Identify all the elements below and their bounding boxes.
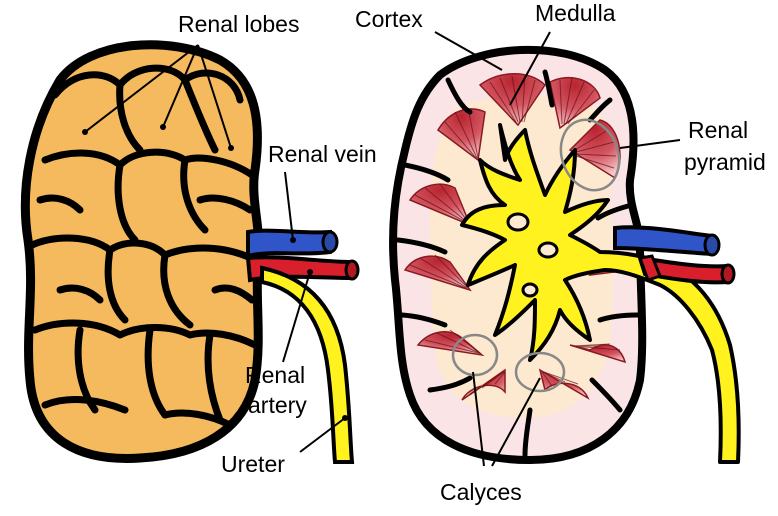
label-renal-vein: Renal vein bbox=[268, 141, 377, 167]
right-renal-vein bbox=[615, 227, 712, 254]
left-renal-vessels bbox=[248, 231, 358, 462]
right-kidney-section bbox=[393, 50, 739, 462]
left-kidney-exterior bbox=[25, 45, 358, 462]
label-cortex: Cortex bbox=[355, 6, 423, 32]
label-renal-artery-line1: Renal bbox=[245, 362, 305, 388]
label-medulla: Medulla bbox=[535, 0, 616, 26]
label-calyces: Calyces bbox=[440, 479, 522, 505]
label-renal-lobes: Renal lobes bbox=[178, 11, 299, 37]
label-renal-artery-line2: artery bbox=[248, 392, 307, 418]
label-renal-pyramid-line2: pyramid bbox=[684, 149, 766, 175]
label-renal-pyramid-line1: Renal bbox=[688, 117, 748, 143]
label-ureter: Ureter bbox=[221, 451, 285, 477]
left-renal-vein bbox=[248, 231, 330, 256]
